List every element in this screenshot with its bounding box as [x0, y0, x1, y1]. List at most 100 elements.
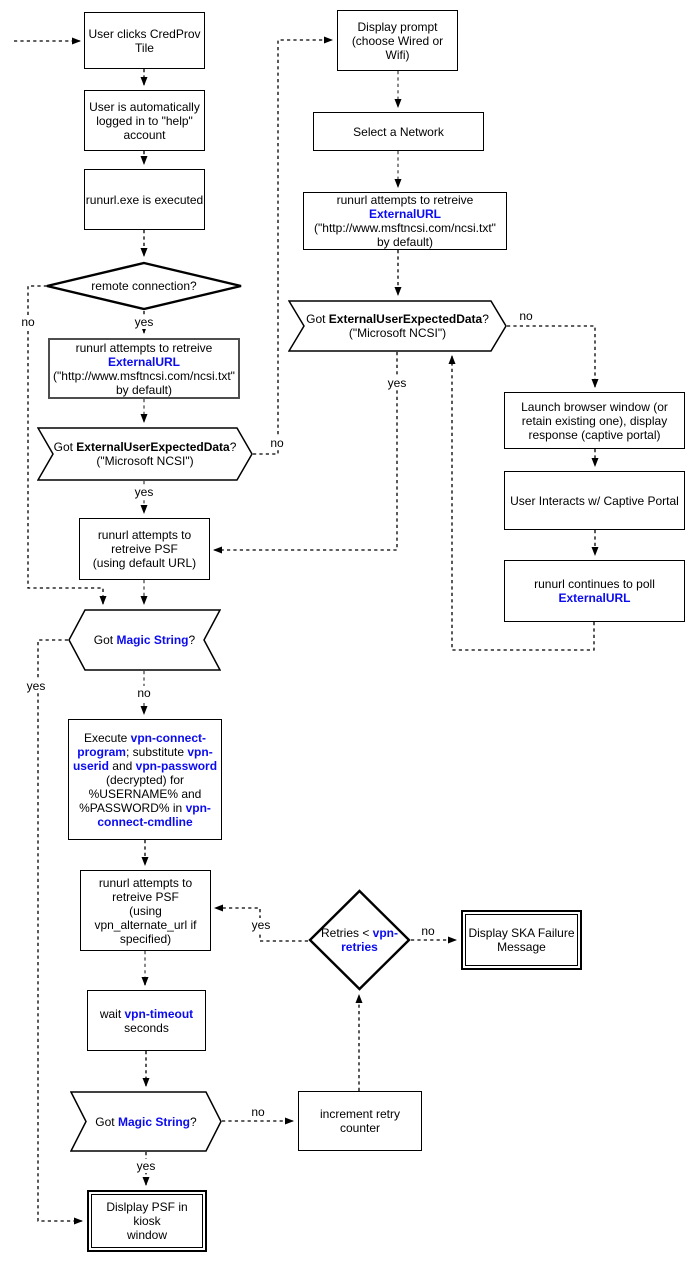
text-line: User clicks CredProv [88, 26, 201, 41]
text-line: by default) [115, 382, 173, 397]
edge-label-remote-yes: yes [132, 315, 156, 329]
edge-eued-right-no [507, 325, 599, 388]
edge-label-eued-left-yes: yes [132, 485, 156, 499]
text-line: Select a Network [353, 124, 444, 139]
edge-label-magic2-no: no [249, 1105, 267, 1119]
text-line: vpn_alternate_url if [94, 917, 197, 932]
node-label: remote connection? [44, 279, 244, 293]
decision-got-externaluserexpecteddata-left: Got ExternalUserExpectedData?("Microsoft… [37, 427, 253, 481]
text-line: Tile [135, 40, 154, 55]
text-line: Got Magic String? [93, 633, 196, 647]
text-line: counter [339, 1121, 381, 1135]
text-line: User is automatically [89, 99, 200, 114]
text-line: (decrypted) for [105, 772, 185, 787]
edge-label-eued-right-no: no [517, 309, 535, 323]
node-runurl-exe-executed: runurl.exe is executed [84, 169, 205, 230]
text-line: remote connection? [91, 279, 197, 293]
text-line: retain existing one), display [521, 413, 668, 428]
text-line: connect-cmdline [97, 814, 193, 829]
text-line: wait vpn-timeout [99, 1006, 194, 1021]
text-line: runurl attempts to retreive [75, 340, 213, 355]
text-line: ("http://www.msftncsi.com/ncsi.txt" [314, 221, 496, 235]
text-line: program; substitute vpn- [77, 744, 213, 759]
text-line: ExternalURL [368, 207, 442, 221]
text-line: retreive PSF [112, 889, 179, 904]
decision-got-magic-string-1: Got Magic String? [68, 609, 221, 671]
node-label: Got Magic String? [70, 1115, 222, 1129]
text-line: by default) [376, 235, 434, 249]
text-line: Execute vpn-connect- [83, 730, 207, 745]
text-line: Wifi) [385, 47, 410, 62]
node-label: Got Magic String? [68, 633, 221, 647]
node-label: runurl.exe is executed [85, 193, 204, 207]
edge-label-remote-no: no [19, 315, 37, 329]
text-line: logged in to "help" [96, 113, 193, 128]
banner-shape [68, 609, 221, 671]
text-line: %USERNAME% and [88, 786, 202, 801]
decision-got-externaluserexpecteddata-right: Got ExternalUserExpectedData?("Microsoft… [288, 300, 507, 352]
edge-label-magic1-no: no [135, 686, 153, 700]
node-execute-vpn-connect-program: Execute vpn-connect-program; substitute … [68, 719, 222, 840]
text-line: increment retry [319, 1107, 401, 1121]
text-line: specified) [119, 931, 172, 946]
text-line: ("http://www.msftncsi.com/ncsi.txt" [53, 368, 235, 383]
node-select-a-network: Select a Network [313, 112, 484, 151]
text-line: Got ExternalUserExpectedData? [53, 440, 237, 454]
edge-label-retries-no: no [419, 924, 437, 938]
text-line: runurl attempts to retreive [336, 193, 474, 207]
text-line: runurl continues to poll [534, 577, 655, 591]
text-line: Got ExternalUserExpectedData? [306, 312, 489, 326]
diamond-shape [308, 889, 411, 991]
banner-shape [288, 300, 507, 352]
text-line: ("Microsoft NCSI") [348, 326, 447, 340]
text-line: runurl.exe is executed [85, 192, 204, 207]
node-label: Retries < vpn-retries [308, 926, 411, 954]
text-line: Dislplay PSF in kiosk [106, 1200, 188, 1228]
text-line: response (captive portal) [528, 427, 661, 442]
node-label: Got ExternalUserExpectedData?("Microsoft… [37, 440, 253, 468]
node-user-interacts-captive-portal: User Interacts w/ Captive Portal [504, 471, 685, 530]
text-line: window [126, 1228, 168, 1242]
text-line: account [123, 127, 166, 142]
edge-label-eued-right-yes: yes [385, 376, 409, 390]
text-line: Display prompt [357, 19, 438, 34]
text-line: userid and vpn-password [72, 758, 218, 773]
decision-got-magic-string-2: Got Magic String? [70, 1091, 222, 1152]
decision-retries-vpn-retries: Retries < vpn-retries [308, 889, 411, 991]
node-label: Select a Network [314, 125, 483, 139]
text-line: ("Microsoft NCSI") [96, 454, 194, 468]
edge-label-retries-yes: yes [249, 918, 273, 932]
node-label: Execute vpn-connect-program; substitute … [69, 731, 221, 829]
text-line: %PASSWORD% in vpn- [79, 800, 211, 815]
text-line: User Interacts w/ Captive Portal [510, 493, 679, 508]
text-line: runurl attempts to [97, 528, 192, 542]
banner-shape [70, 1091, 222, 1152]
text-line: ExternalURL [558, 591, 631, 605]
text-line: ExternalURL [107, 354, 181, 369]
decision-remote-connection: remote connection? [44, 261, 244, 311]
edge-label-magic2-yes: yes [134, 1159, 158, 1173]
text-line: (using default URL) [92, 556, 197, 570]
